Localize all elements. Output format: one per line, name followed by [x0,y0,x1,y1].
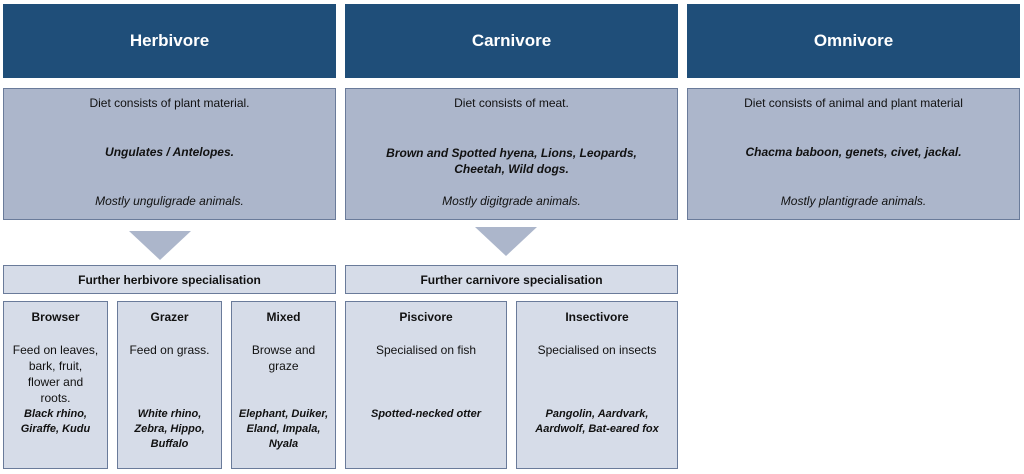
insectivore-examples: Pangolin, Aardvark, Aardwolf, Bat-eared … [535,408,659,435]
insectivore-body: Specialised on insects [537,343,657,357]
header-omnivore-label: Omnivore [813,31,894,50]
carnivore-description: Diet consists of meat. Brown and Spotted… [345,88,678,220]
omnivore-description: Diet consists of animal and plant materi… [687,88,1020,220]
herbivore-diet: Diet consists of plant material. [89,96,250,110]
omnivore-diet: Diet consists of animal and plant materi… [744,96,963,110]
piscivore-examples: Spotted-necked otter [370,408,481,420]
herbivore-down-arrow-icon [129,231,191,260]
omnivore-examples: Chacma baboon, genets, civet, jackal. [745,145,962,159]
insectivore-box: Insectivore Specialised on insects Pango… [516,301,678,469]
carnivore-down-arrow-icon [475,227,537,256]
grazer-box: Grazer Feed on grass. White rhino, Zebra… [117,301,222,469]
herbivore-examples: Ungulates / Antelopes. [105,145,234,159]
carnivore-specialisation-title: Further carnivore specialisation [420,272,603,287]
browser-box: Browser Feed on leaves, bark, fruit, flo… [3,301,108,469]
piscivore-title: Piscivore [399,310,453,324]
header-carnivore: Carnivore [345,4,678,78]
header-omnivore: Omnivore [687,4,1020,78]
mixed-title: Mixed [266,310,301,324]
browser-examples: Black rhino, Giraffe, Kudu [20,408,91,435]
mixed-examples: Elephant, Duiker, Eland, Impala, Nyala [238,408,329,450]
header-herbivore-label: Herbivore [129,31,210,50]
mixed-box: Mixed Browse and graze Elephant, Duiker,… [231,301,336,469]
carnivore-specialisation-banner: Further carnivore specialisation [345,265,678,294]
piscivore-body: Specialised on fish [375,343,477,357]
browser-body: Feed on leaves, bark, fruit, flower and … [12,343,99,405]
insectivore-title: Insectivore [565,310,629,324]
omnivore-gait: Mostly plantigrade animals. [780,194,927,208]
carnivore-gait: Mostly digitgrade animals. [442,194,581,208]
grazer-body: Feed on grass. [129,343,210,357]
header-carnivore-label: Carnivore [471,31,552,50]
piscivore-box: Piscivore Specialised on fish Spotted-ne… [345,301,507,469]
carnivore-examples: Brown and Spotted hyena, Lions, Leopards… [386,146,637,176]
grazer-title: Grazer [150,310,189,324]
grazer-examples: White rhino, Zebra, Hippo, Buffalo [134,408,205,450]
herbivore-description: Diet consists of plant material. Ungulat… [3,88,336,220]
mixed-body: Browse and graze [251,343,316,373]
herbivore-specialisation-banner: Further herbivore specialisation [3,265,336,294]
browser-title: Browser [31,310,80,324]
header-herbivore: Herbivore [3,4,336,78]
herbivore-gait: Mostly unguligrade animals. [95,194,244,208]
herbivore-specialisation-title: Further herbivore specialisation [78,272,261,287]
carnivore-diet: Diet consists of meat. [454,96,569,110]
